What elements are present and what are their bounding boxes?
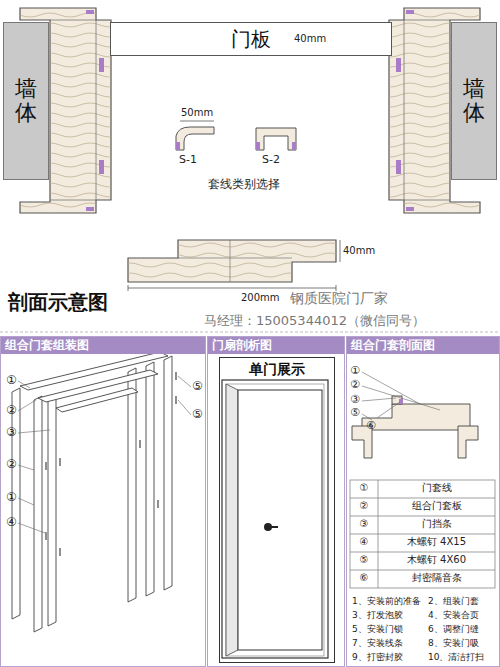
node-text: 单门展示 — [220, 358, 334, 379]
label-text: 2、组装门套 — [428, 596, 479, 606]
callout-number: ① — [6, 491, 17, 505]
label-text: ⑥ — [350, 572, 378, 584]
label-text: 组合门套板 — [378, 500, 495, 512]
label-text: 7、安装线条 — [352, 638, 403, 648]
callout-number: ④ — [6, 516, 17, 530]
callout-number: ① — [6, 374, 17, 388]
callout-number: ③ — [350, 394, 360, 407]
node-text: 墙体 — [463, 77, 485, 125]
callout-number: ⑤ — [192, 380, 203, 394]
wall-block: 墙体 — [451, 22, 497, 180]
label-text: 9、打密封胶 — [352, 652, 403, 662]
label-text: ⑤ — [350, 554, 378, 566]
callout-number: ① — [350, 365, 360, 378]
node-text: 门板 — [231, 26, 271, 53]
label-text: 门挡条 — [378, 518, 495, 530]
label-text: 木螺钉 4X15 — [378, 536, 495, 548]
callout-number: ⑥ — [366, 420, 376, 433]
panel: 门扇剖析图单门展示 — [207, 336, 345, 667]
label-text: 钢质医院门厂家 — [290, 290, 388, 306]
label-text: ① — [350, 482, 378, 494]
label-text: 封密隔音条 — [378, 572, 495, 584]
label-text: 4、安装合页 — [428, 610, 479, 620]
section-title: 剖面示意图 — [8, 289, 108, 316]
label-text: 套线类别选择 — [208, 178, 280, 192]
wall-block: 墙体 — [3, 22, 49, 180]
callout-number: ② — [350, 379, 360, 392]
label-text: 40mm — [294, 33, 326, 45]
label-text: 8、安装门吸 — [428, 638, 479, 648]
label-text: ② — [350, 500, 378, 512]
label-text: 6、调整门缝 — [428, 624, 479, 634]
callout-number: ③ — [6, 426, 17, 440]
door-view-box: 单门展示 — [219, 357, 335, 663]
label-text: 门套线 — [378, 482, 495, 494]
callout-number: ⑤ — [350, 407, 360, 420]
label-text: 1、安装前的准备 — [352, 596, 421, 606]
label-text: ③ — [350, 518, 378, 530]
callout-number: ② — [6, 404, 17, 418]
label-text: 3、打发泡胶 — [352, 610, 403, 620]
label-text: 木螺钉 4X60 — [378, 554, 495, 566]
node-text: 组合门套组装图 — [1, 337, 205, 354]
node-text: 墙体 — [15, 77, 37, 125]
label-text: ④ — [350, 536, 378, 548]
label-text: S-1 — [179, 154, 197, 167]
door-panel: 门板 — [110, 22, 392, 56]
label-text: 马经理：15005344012（微信同号） — [204, 314, 425, 329]
label-text: 10、清洁打扫 — [428, 652, 484, 662]
node-text: 组合门套剖面图 — [347, 337, 499, 354]
panel: 组合门套组装图 — [0, 336, 206, 667]
label-text: 50mm — [181, 107, 213, 119]
label-text: 200mm — [241, 292, 280, 304]
node-text: 门扇剖析图 — [208, 337, 344, 354]
callout-number: ⑤ — [192, 408, 203, 422]
label-text: 40mm — [343, 245, 375, 257]
label-text: 5、安装门锁 — [352, 624, 403, 634]
label-text: S-2 — [262, 154, 280, 167]
callout-number: ② — [6, 458, 17, 472]
